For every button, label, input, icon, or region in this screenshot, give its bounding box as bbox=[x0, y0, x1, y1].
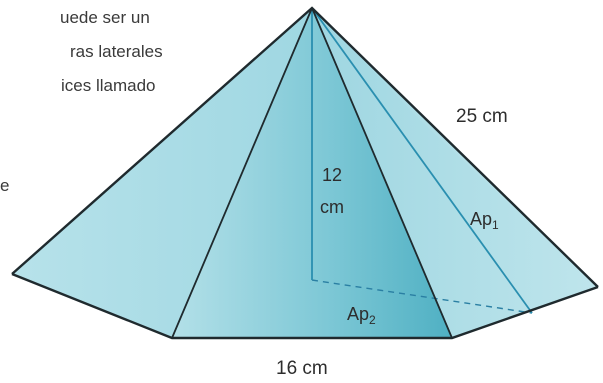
lateral-edge-left-inner bbox=[171, 7, 313, 339]
hidden-base-line bbox=[311, 279, 533, 314]
text-fragment-2: ras laterales bbox=[70, 42, 163, 61]
apothem2-label: Ap2 bbox=[347, 304, 376, 327]
face-right-1 bbox=[312, 8, 598, 338]
height-label-number: 12 bbox=[322, 165, 342, 185]
face-left-outer bbox=[12, 8, 312, 338]
base-outline bbox=[11, 272, 599, 340]
apothem1-label: Ap1 bbox=[470, 209, 499, 232]
slant-edge-label: 25 cm bbox=[456, 106, 508, 127]
lateral-apothem-line bbox=[311, 7, 533, 314]
height-label-unit: cm bbox=[320, 197, 344, 217]
text-fragment-3: ices llamado bbox=[61, 76, 156, 95]
base-edge-label: 16 cm bbox=[276, 358, 328, 379]
pyramid-outline bbox=[11, 6, 599, 288]
lateral-edge-inner bbox=[311, 7, 453, 339]
text-fragment-1: uede ser un bbox=[60, 8, 150, 27]
text-fragment-4: e bbox=[0, 176, 10, 195]
